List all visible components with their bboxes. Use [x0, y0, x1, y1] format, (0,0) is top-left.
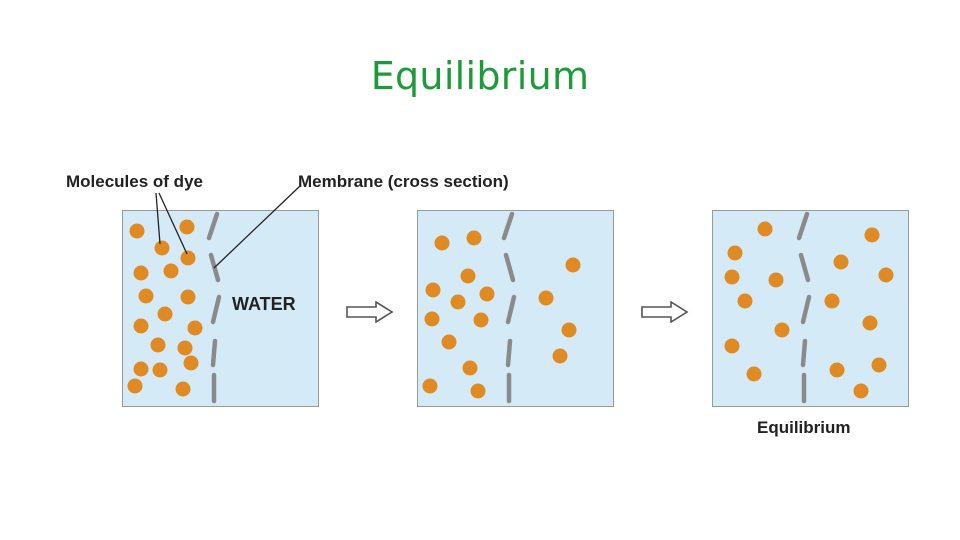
dye-molecule: [470, 383, 486, 399]
dye-molecule: [133, 361, 149, 377]
dye-molecule: [774, 322, 790, 338]
dye-molecule: [724, 338, 740, 354]
dye-molecule: [878, 267, 894, 283]
panel-diffusing: [417, 210, 614, 407]
membrane-segment: [503, 252, 516, 283]
dye-molecule: [561, 322, 577, 338]
membrane-segment: [800, 338, 808, 368]
slide-title: Equilibrium: [370, 54, 590, 98]
dye-molecule: [462, 360, 478, 376]
membrane-segment: [210, 294, 222, 325]
panel-drawing: [724, 211, 894, 404]
dye-molecule: [152, 362, 168, 378]
dye-molecule: [824, 293, 840, 309]
dye-molecule: [737, 293, 753, 309]
dye-molecule: [829, 362, 845, 378]
dye-molecule: [434, 235, 450, 251]
water-label: WATER: [232, 294, 296, 314]
panel-drawing: [422, 211, 581, 404]
dye-molecule: [175, 381, 191, 397]
dye-molecule: [460, 268, 476, 284]
dye-molecule: [746, 366, 762, 382]
dye-molecule: [757, 221, 773, 237]
membrane-segment: [505, 294, 517, 325]
dye-molecule: [163, 263, 179, 279]
arrow-right-icon: [641, 301, 689, 323]
dye-molecule: [833, 254, 849, 270]
membrane-segment: [210, 338, 218, 368]
dye-molecule: [127, 378, 143, 394]
dye-molecule: [871, 357, 887, 373]
dye-molecule: [180, 250, 196, 266]
membrane-segment: [798, 252, 811, 283]
dye-molecule: [768, 272, 784, 288]
dye-molecule: [187, 320, 203, 336]
dye-molecule: [129, 223, 145, 239]
dye-molecule: [150, 337, 166, 353]
membrane-segment: [796, 211, 810, 241]
dye-molecule: [422, 378, 438, 394]
equilibrium-label: Equilibrium: [757, 418, 851, 437]
dye-molecule: [727, 245, 743, 261]
dye-molecule: [552, 348, 568, 364]
dye-molecule: [473, 312, 489, 328]
dye-molecule: [538, 290, 554, 306]
dye-molecule: [862, 315, 878, 331]
molecules-of-dye-label: Molecules of dye: [66, 172, 203, 191]
membrane-segment: [206, 211, 220, 241]
arrow-right-icon: [346, 301, 394, 323]
membrane-segment: [505, 338, 513, 368]
membrane-label: Membrane (cross section): [298, 172, 509, 191]
dye-molecule: [154, 240, 170, 256]
dye-molecule: [425, 282, 441, 298]
dye-molecule: [179, 219, 195, 235]
dye-molecule: [450, 294, 466, 310]
dye-molecule: [864, 227, 880, 243]
panel-equilibrium: [712, 210, 909, 407]
dye-molecule: [466, 230, 482, 246]
membrane-segment: [800, 294, 812, 325]
dye-molecule: [133, 265, 149, 281]
dye-molecule: [724, 269, 740, 285]
dye-molecule: [180, 289, 196, 305]
dye-molecule: [133, 318, 149, 334]
dye-molecule: [853, 383, 869, 399]
dye-molecule: [157, 306, 173, 322]
dye-molecule: [441, 334, 457, 350]
dye-molecule: [565, 257, 581, 273]
membrane-segment: [208, 252, 221, 283]
membrane-segment: [501, 211, 515, 241]
dye-molecule: [183, 355, 199, 371]
dye-molecule: [177, 340, 193, 356]
dye-molecule: [424, 311, 440, 327]
dye-molecule: [479, 286, 495, 302]
dye-molecule: [138, 288, 154, 304]
